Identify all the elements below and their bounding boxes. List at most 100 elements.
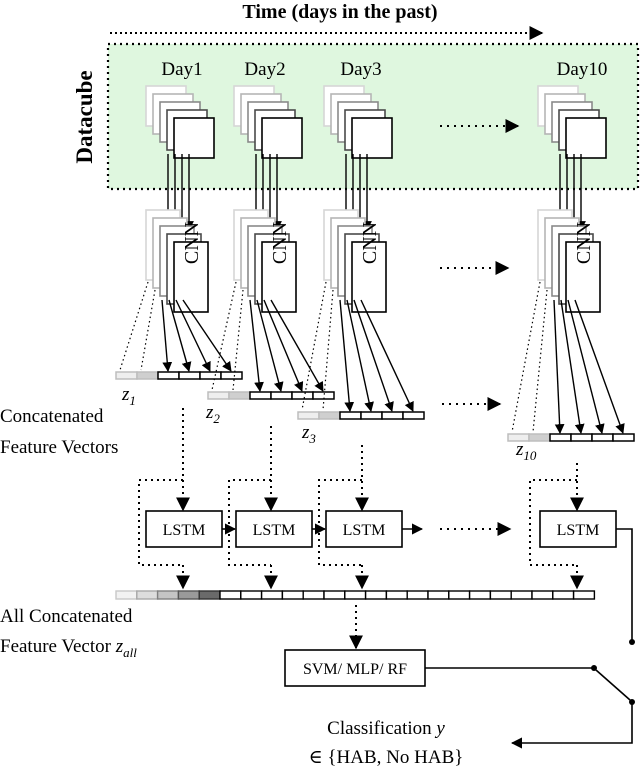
cnn-to-vector-arrow	[182, 299, 232, 372]
feature-vector-label: z1	[121, 384, 136, 408]
feature-vector-cell	[402, 411, 425, 420]
lstm-box	[145, 510, 223, 548]
feature-vector-cell	[549, 433, 572, 442]
cnn-to-vector-arrow	[353, 299, 394, 412]
all-vector-cell	[323, 590, 346, 600]
feature-vector-cell	[297, 411, 320, 420]
switch-node	[629, 639, 635, 645]
feature-vector-cell	[591, 433, 614, 442]
day-label: Day2	[244, 59, 285, 80]
cnn-label: CNN	[359, 222, 381, 264]
day-label: Day10	[557, 59, 608, 80]
cnn-to-vector-arrow	[263, 299, 304, 392]
all-vector-cell	[302, 590, 325, 600]
cnn-to-vector-arrow	[168, 299, 192, 372]
feature-vector-cell	[178, 371, 201, 380]
feature-vector-cell	[115, 371, 138, 380]
feature-vector-cell	[612, 433, 635, 442]
feature-vector-cell	[249, 391, 272, 400]
all-vector-cell	[115, 590, 138, 600]
feature-vector-cell	[291, 391, 314, 400]
all-concat-label: All Concatenated	[0, 606, 133, 627]
all-vector-cell	[531, 590, 554, 600]
cnn-to-vector-arrow	[249, 299, 264, 392]
cnn-layer	[351, 241, 387, 313]
feature-vector-cell	[339, 411, 362, 420]
cnn-layer	[565, 241, 601, 313]
all-vector-cell	[364, 590, 388, 600]
datacube-label: Datacube	[72, 70, 97, 163]
faded-link	[532, 289, 548, 433]
lstm-label: LSTM	[557, 522, 600, 539]
faded-link	[140, 289, 156, 371]
classification-label: Classification y	[327, 718, 445, 739]
feature-vector-cell	[528, 433, 551, 442]
switch-node	[629, 699, 635, 705]
image-layer	[565, 117, 607, 159]
cnn-to-vector-arrow	[339, 299, 355, 412]
bypass-line	[616, 528, 633, 640]
switch-node	[591, 665, 597, 671]
all-vector-cell	[406, 590, 429, 600]
cnn-layer	[261, 241, 297, 313]
cnn-label: CNN	[181, 222, 203, 264]
feature-vector-cell	[360, 411, 383, 420]
cnn-label: CNN	[269, 222, 291, 264]
all-vector-cell	[219, 590, 242, 600]
all-vector-cell	[344, 590, 367, 600]
cnn-to-vector-arrow	[360, 299, 414, 412]
cnn-to-vector-arrow	[560, 299, 585, 434]
feature-vector-cell	[136, 371, 159, 380]
faded-link	[232, 289, 244, 391]
all-vector-cell	[489, 590, 512, 600]
concat-label: Concatenated	[0, 406, 104, 427]
all-concat-vector	[115, 590, 596, 600]
feature-vector-cell	[228, 391, 251, 400]
faded-link	[511, 281, 541, 433]
feature-vector-cell	[157, 371, 180, 380]
cnn-to-vector-arrow	[553, 299, 565, 434]
output-arrow	[510, 704, 633, 749]
all-concat-label: Feature Vector zall	[0, 636, 137, 660]
all-vector-cell	[156, 590, 180, 600]
feature-vector-cell	[199, 371, 222, 380]
lstm-loop	[228, 479, 271, 566]
image-layer	[351, 117, 393, 159]
feature-vector-cell	[570, 433, 593, 442]
all-vector-cell	[177, 590, 200, 600]
all-vector-cell	[136, 590, 159, 600]
all-vector-cell	[552, 590, 575, 600]
all-vector-cell	[510, 590, 533, 600]
faded-link	[301, 281, 327, 411]
cnn-to-vector-arrow	[175, 299, 211, 372]
lstm-label: LSTM	[163, 522, 206, 539]
cnn-to-vector-arrow	[346, 299, 374, 412]
faded-link	[322, 289, 334, 411]
all-vector-cell	[572, 590, 596, 600]
time-axis-title: Time (days in the past)	[242, 1, 437, 23]
cnn-layer	[173, 241, 209, 313]
all-vector-cell	[260, 590, 284, 600]
feature-vector-label: z2	[205, 402, 220, 426]
feature-vector-cell	[270, 391, 293, 400]
feature-vector-cell	[318, 411, 341, 420]
faded-link	[119, 281, 149, 371]
image-layer	[261, 117, 303, 159]
all-vector-cell	[427, 590, 450, 600]
lstm-loop	[318, 479, 362, 566]
classifier-label: SVM/ MLP/ RF	[303, 661, 407, 678]
lstm-loop	[138, 479, 183, 566]
all-vector-cell	[240, 590, 263, 600]
faded-link	[211, 281, 237, 391]
feature-vector-cell	[220, 371, 243, 380]
switch-lever	[595, 669, 631, 701]
day-label: Day3	[340, 59, 381, 80]
all-vector-cell	[198, 590, 221, 600]
cnn-to-vector-arrow	[270, 299, 324, 392]
cnn-to-vector-arrow	[161, 299, 173, 372]
feature-vector-cell	[381, 411, 404, 420]
cnn-to-vector-arrow	[574, 299, 625, 434]
cnn-label: CNN	[573, 222, 595, 264]
classification-classes: ∈ {HAB, No HAB}	[309, 747, 464, 768]
